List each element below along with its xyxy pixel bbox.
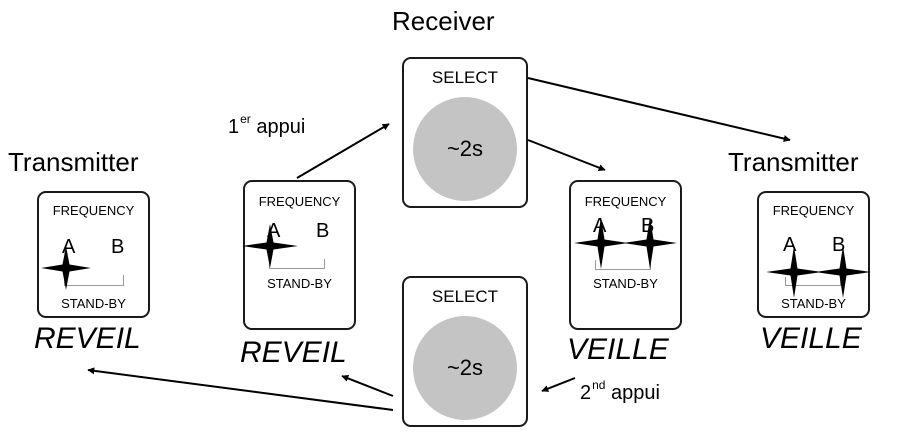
arrows: [87, 77, 791, 411]
standby-label: STAND-BY: [61, 296, 126, 311]
indicator-star-icon: [41, 246, 91, 290]
select-label: SELECT: [431, 68, 499, 87]
second-press-label: 2nd appui: [580, 378, 660, 405]
hold-duration-label: ~2s: [446, 136, 484, 161]
select-button-circle[interactable]: ~2s: [413, 97, 517, 201]
arrow-first-press: [296, 123, 390, 179]
arrow-second-press: [541, 377, 576, 392]
first-press-label: 1er appui: [228, 112, 306, 139]
indicator-star-icon: [623, 217, 677, 269]
transmitter-remote-right: FREQUENCY A B STAND-BY: [757, 191, 870, 318]
indicator-star-icon: [766, 246, 822, 298]
state-reveil-left: REVEIL: [34, 322, 141, 355]
second-press-number: 2: [580, 382, 592, 404]
arrow-to-reveil-mid: [341, 375, 394, 397]
first-press-suffix: er: [240, 112, 251, 126]
channel-b-label: B: [111, 236, 125, 258]
frequency-label: FREQUENCY: [258, 194, 341, 209]
receiver-heading: Receiver: [392, 6, 495, 36]
frequency-label: FREQUENCY: [584, 194, 667, 209]
standby-label: STAND-BY: [781, 296, 846, 311]
channel-a-label: A: [783, 234, 797, 256]
first-press-number: 1: [228, 116, 240, 138]
standby-label: STAND-BY: [267, 276, 332, 291]
state-veille-mid: VEILLE: [567, 333, 669, 366]
first-press-word: appui: [256, 116, 306, 138]
arrow-receiver-to-veille: [527, 139, 606, 171]
transmitter-heading-left: Transmitter: [8, 147, 139, 177]
select-button-circle[interactable]: ~2s: [413, 316, 517, 420]
second-press-suffix: nd: [592, 378, 606, 392]
frequency-label: FREQUENCY: [52, 203, 135, 218]
indicator-star-icon: [242, 224, 298, 268]
transmitter-remote-reveil: FREQUENCY A B STAND-BY: [243, 180, 356, 330]
arrow-receiver-to-transmitter: [527, 77, 791, 142]
stars: [41, 217, 871, 298]
second-press-word: appui: [611, 382, 660, 404]
standby-label: STAND-BY: [593, 276, 658, 291]
indicator-star-icon: [574, 217, 628, 269]
frequency-label: FREQUENCY: [772, 203, 855, 218]
transmitter-heading-right: Transmitter: [728, 147, 859, 177]
hold-duration-label: ~2s: [446, 355, 484, 380]
indicator-star-icon: [815, 246, 871, 298]
state-veille-right: VEILLE: [760, 322, 862, 355]
transmitter-remote-veille: FREQUENCY A B STAND-BY: [569, 180, 682, 330]
state-reveil-mid: REVEIL: [240, 336, 347, 369]
receiver-select-button-bottom[interactable]: SELECT ~2s: [402, 276, 528, 427]
channel-b-label: B: [316, 220, 330, 242]
transmitter-remote-left: FREQUENCY A B STAND-BY: [37, 191, 150, 318]
arrow-to-reveil-left: [87, 367, 394, 411]
channel-b-label: B: [832, 234, 846, 256]
receiver-select-button-top[interactable]: SELECT ~2s: [402, 57, 528, 208]
select-label: SELECT: [431, 287, 499, 306]
